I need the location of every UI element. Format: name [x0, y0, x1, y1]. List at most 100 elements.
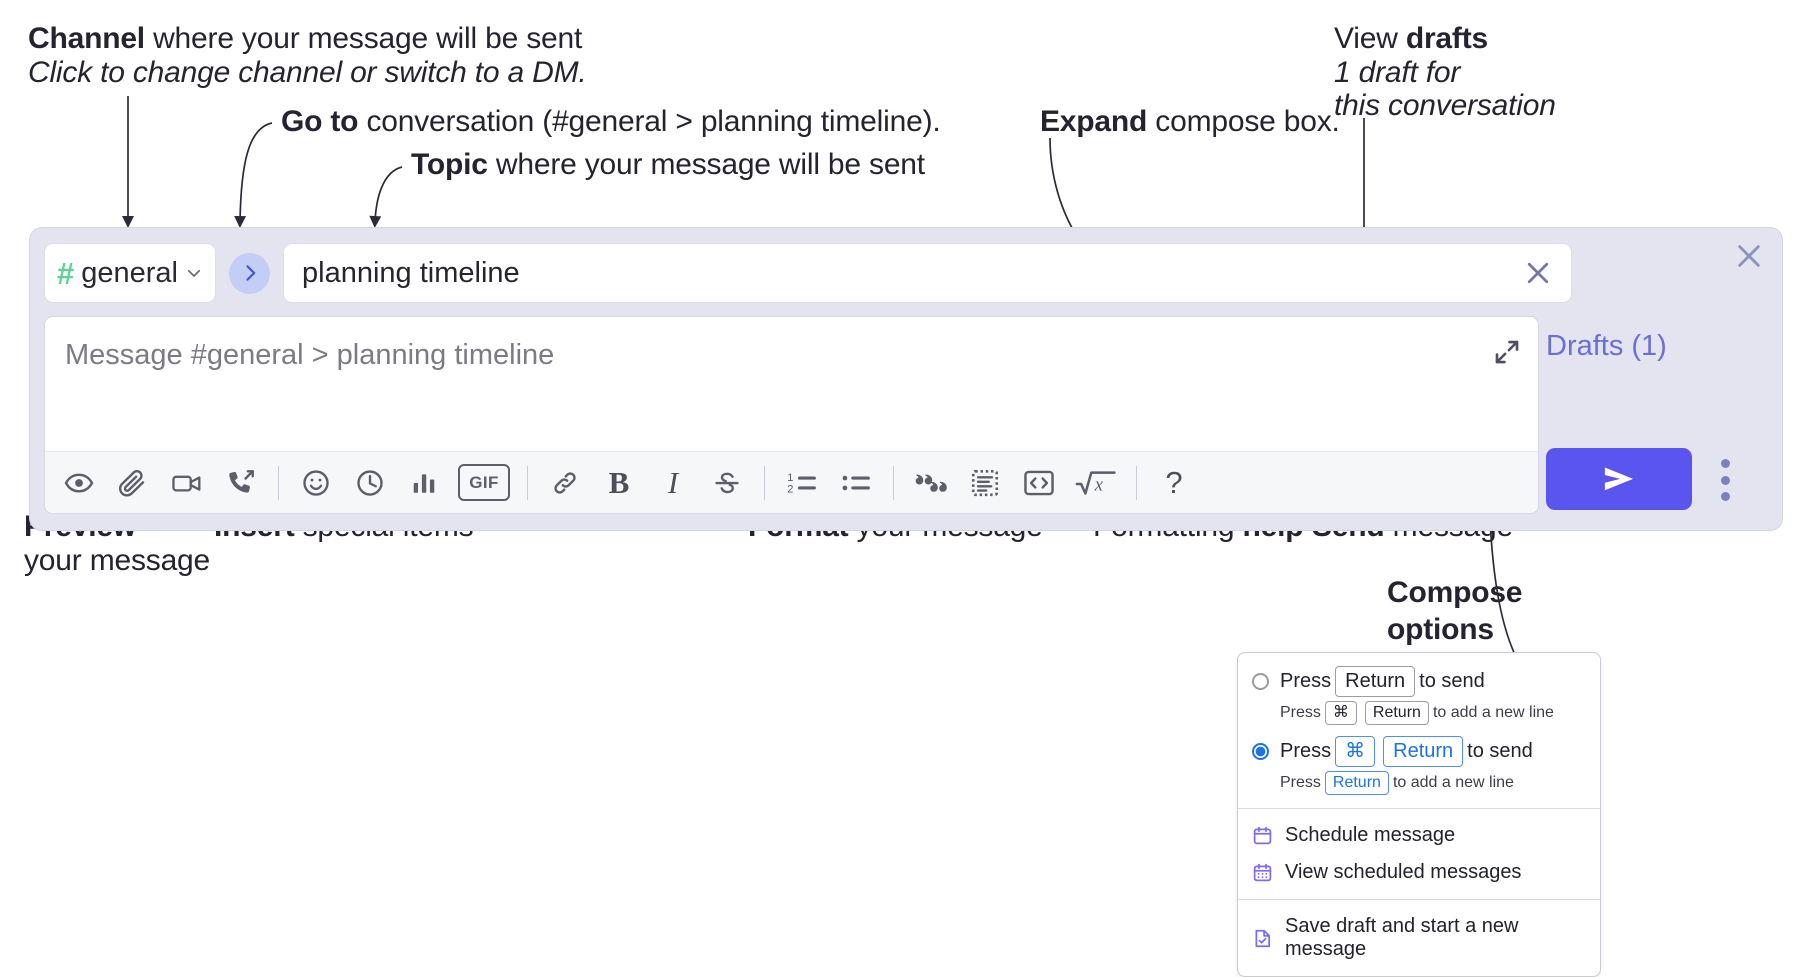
key-return-hint: Return — [1364, 701, 1429, 725]
chevron-down-icon — [187, 269, 201, 277]
annotation-channel-sub: Click to change channel or switch to a D… — [28, 55, 587, 89]
annotation-compose-options-l1: Compose — [1387, 576, 1523, 609]
quote-icon — [915, 474, 947, 492]
inline-code-button[interactable] — [1019, 463, 1059, 503]
channel-name: general — [81, 256, 178, 289]
italic-button[interactable]: I — [653, 463, 693, 503]
svg-text:x: x — [1094, 474, 1104, 495]
more-vertical-icon-dot-3 — [1720, 492, 1730, 501]
annotation-goto-bold: Go to — [281, 105, 359, 138]
menu-item-save-draft-label: Save draft and start a new message — [1285, 915, 1519, 960]
code-block-button[interactable] — [965, 463, 1005, 503]
option-cmd-return-hint-pre: Press — [1280, 774, 1321, 791]
annotation-expand-rest: compose box. — [1147, 105, 1340, 138]
strikethrough-button[interactable] — [707, 463, 747, 503]
send-button[interactable] — [1546, 448, 1692, 510]
preview-button[interactable] — [59, 463, 99, 503]
radio-return[interactable] — [1252, 673, 1269, 690]
divider-1 — [278, 465, 279, 500]
key-return-selected: Return — [1383, 736, 1464, 767]
annotation-compose-options-l2: options — [1387, 612, 1494, 646]
send-shortcut-options: Press Return to send Press ⌘ Return to a… — [1238, 653, 1600, 808]
link-icon — [554, 471, 576, 494]
annotation-topic: Topic where your message will be sent — [411, 148, 925, 182]
compose-options-button[interactable] — [1710, 456, 1740, 504]
menu-item-view-scheduled-messages[interactable]: View scheduled messages — [1238, 854, 1600, 891]
reminder-button[interactable] — [350, 463, 390, 503]
radio-cmd-return[interactable] — [1252, 743, 1269, 760]
strikethrough-icon — [715, 472, 739, 493]
menu-divider-2 — [1238, 899, 1600, 900]
square-root-icon: x — [1075, 470, 1116, 495]
divider-5 — [1136, 465, 1137, 500]
attach-button[interactable] — [113, 463, 153, 503]
link-button[interactable] — [545, 463, 585, 503]
goto-conversation-button[interactable] — [229, 252, 270, 294]
menu-item-schedule-message[interactable]: Schedule message — [1238, 817, 1600, 854]
option-press-return-to-send[interactable]: Press Return to send — [1238, 665, 1600, 698]
annotation-goto-rest: conversation (#general > planning timeli… — [358, 105, 941, 138]
option-press-cmd-return-to-send[interactable]: Press ⌘ Return to send — [1238, 735, 1600, 768]
channel-selector[interactable]: # general — [44, 243, 216, 303]
close-icon[interactable] — [1523, 258, 1553, 288]
gif-button[interactable]: GIF — [458, 463, 510, 503]
smiley-icon — [303, 469, 329, 496]
annotation-preview-rest: your message — [24, 543, 211, 577]
expand-diagonal-icon[interactable] — [1492, 337, 1522, 367]
message-input-container: Message #general > planning timeline — [44, 316, 1539, 514]
svg-text:2: 2 — [787, 483, 793, 495]
emoji-button[interactable] — [296, 463, 336, 503]
clock-icon — [357, 469, 383, 496]
bold-button[interactable]: B — [599, 463, 639, 503]
draft-section: Save draft and start a new message — [1238, 900, 1600, 976]
more-vertical-icon-dot-1 — [1720, 459, 1730, 468]
menu-item-save-draft[interactable]: Save draft and start a new message — [1238, 908, 1600, 968]
key-cmd: ⌘ — [1335, 736, 1376, 767]
calendar-grid-icon — [1253, 863, 1272, 882]
option-return-post: to send — [1419, 670, 1485, 692]
topic-field[interactable]: planning timeline — [283, 243, 1572, 303]
more-vertical-icon-dot-2 — [1720, 475, 1730, 485]
video-button[interactable] — [167, 463, 207, 503]
menu-item-view-scheduled-messages-label: View scheduled messages — [1285, 861, 1522, 883]
annotation-goto: Go to conversation (#general > planning … — [281, 105, 941, 139]
bulleted-list-icon — [842, 475, 870, 490]
key-return-newline: Return — [1324, 771, 1389, 795]
annotation-drafts-sub1: 1 draft for — [1334, 55, 1461, 89]
annotation-drafts-pre: View — [1334, 22, 1406, 55]
inline-code-icon — [1024, 470, 1054, 495]
schedule-section: Schedule message View scheduled messages — [1238, 809, 1600, 899]
math-button[interactable]: x — [1073, 463, 1119, 503]
menu-divider-1 — [1238, 808, 1600, 809]
gif-icon: GIF — [458, 464, 510, 501]
option-return-hint-pre: Press — [1280, 704, 1321, 721]
option-return-hint: Press ⌘ Return to add a new line — [1238, 698, 1600, 728]
italic-icon: I — [667, 464, 679, 500]
bulleted-list-button[interactable] — [836, 463, 876, 503]
video-camera-icon — [172, 475, 201, 492]
blockquote-button[interactable] — [911, 463, 951, 503]
divider-3 — [764, 465, 765, 500]
compose-panel: # general planning timeline Message #gen… — [30, 228, 1782, 530]
menu-item-schedule-message-label: Schedule message — [1285, 824, 1456, 846]
annotation-topic-bold: Topic — [411, 148, 488, 181]
paperclip-icon — [118, 469, 145, 497]
eye-icon — [64, 473, 94, 492]
panel-close-icon[interactable] — [1733, 240, 1765, 272]
key-return: Return — [1335, 666, 1416, 697]
annotation-drafts: View drafts 1 draft for this conversatio… — [1334, 22, 1556, 123]
option-cmd-return-post: to send — [1467, 740, 1533, 762]
option-cmd-return-hint: Press Return to add a new line — [1238, 768, 1600, 798]
formatting-help-button[interactable]: ? — [1154, 463, 1194, 503]
document-check-icon — [1255, 929, 1271, 947]
annotation-expand-bold: Expand — [1040, 105, 1148, 138]
option-return-pre: Press — [1280, 670, 1332, 692]
audio-call-button[interactable] — [221, 463, 261, 503]
annotation-drafts-sub2: this conversation — [1334, 89, 1556, 123]
drafts-link[interactable]: Drafts (1) — [1546, 330, 1667, 362]
poll-button[interactable] — [404, 463, 444, 503]
message-input[interactable]: Message #general > planning timeline — [65, 339, 555, 371]
divider-2 — [527, 465, 528, 500]
